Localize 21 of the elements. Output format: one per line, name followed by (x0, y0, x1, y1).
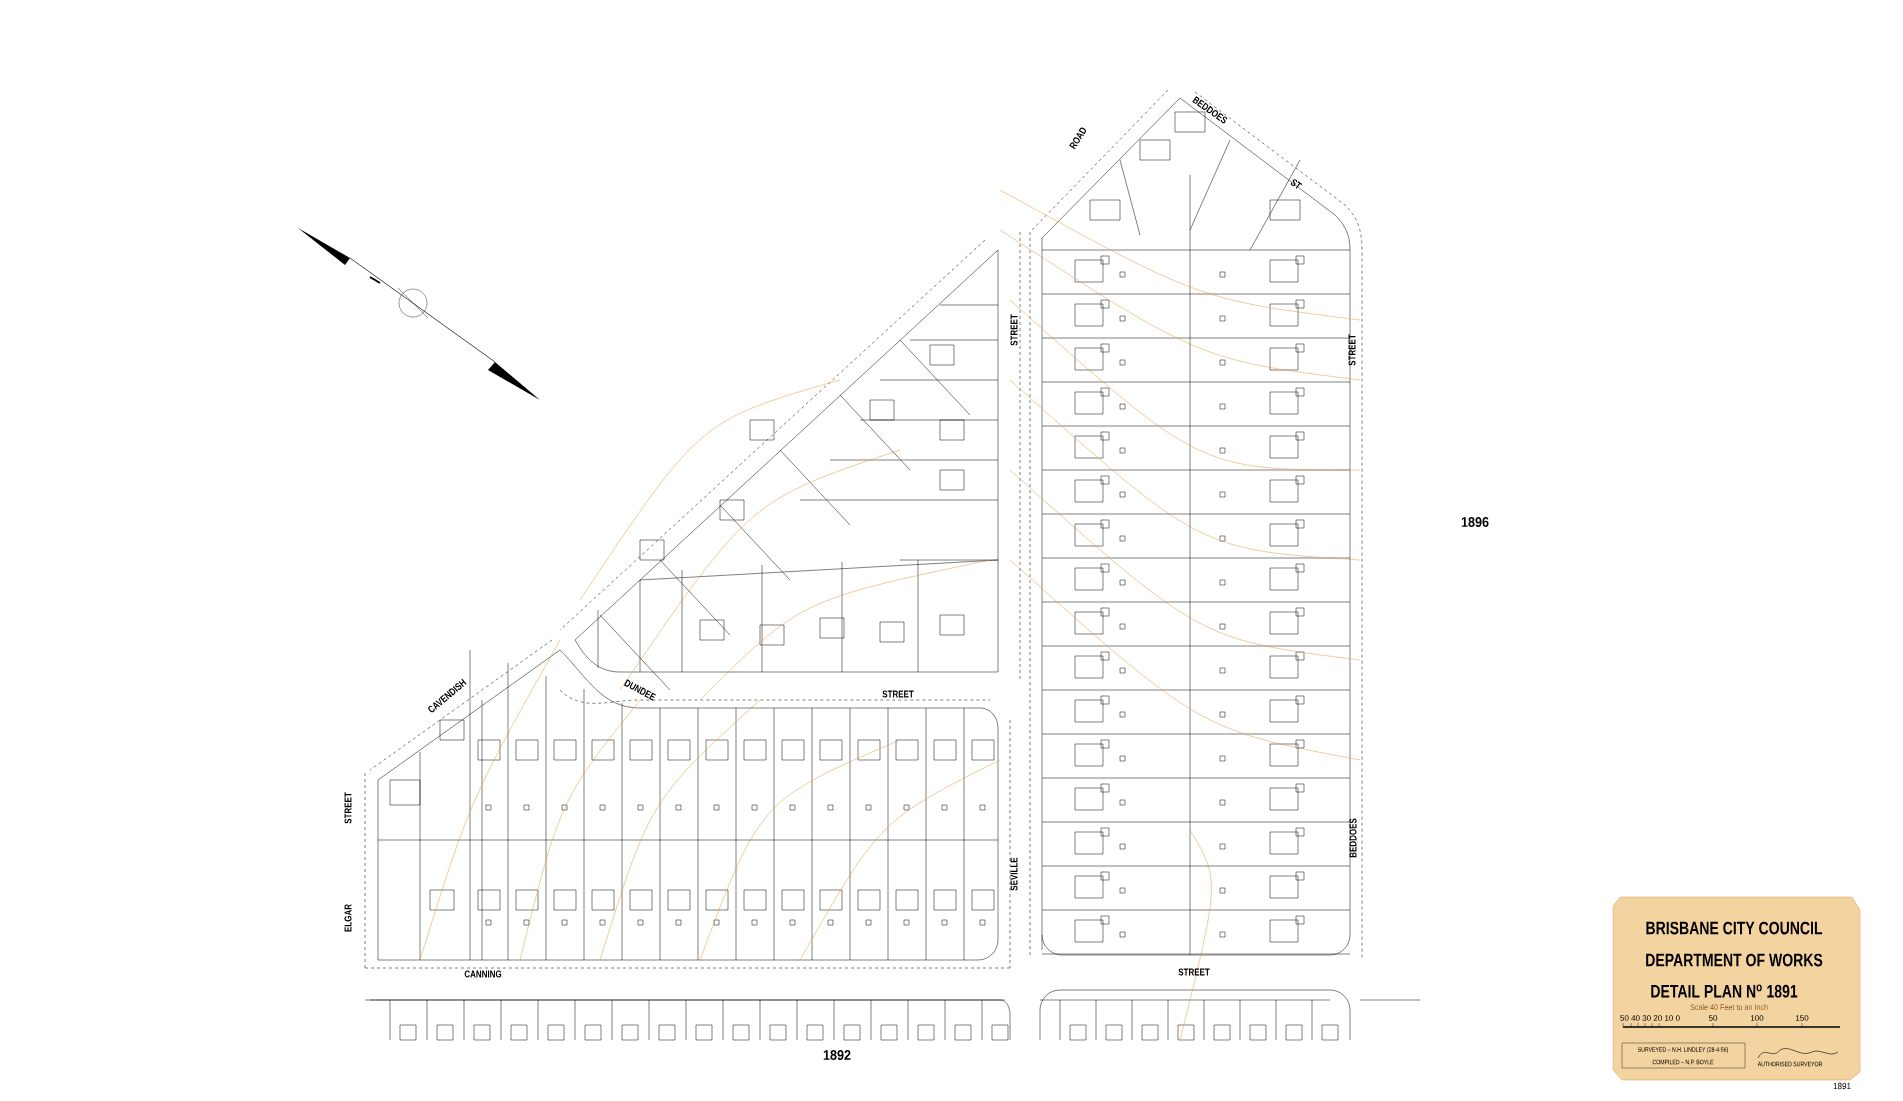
scale-number: 150 (1795, 1015, 1809, 1021)
title-text: DETAIL PLAN N$^{o}$ 1891 (1651, 984, 1798, 998)
street-name: STREET (882, 690, 914, 698)
street-name: CANNING (464, 970, 502, 978)
street-name: STREET (1010, 314, 1018, 346)
sheet-number: 1892 (823, 1050, 851, 1060)
street-name: ELGAR (344, 904, 352, 932)
street-name: ST (1290, 179, 1303, 189)
street-name: BEDDOES (1349, 818, 1357, 858)
scale-text: Scale 40 Feet to an Inch (1690, 1004, 1768, 1010)
street-name: STREET (1178, 968, 1210, 976)
sheet-number: 1891 (1833, 1082, 1851, 1090)
sheet-number: 1896 (1461, 517, 1489, 527)
street-name: SEVILLE (1010, 857, 1018, 891)
title-text: DEPARTMENT OF WORKS (1646, 953, 1823, 967)
scale-number: 50 (1708, 1015, 1718, 1021)
scale-number: 50 40 30 20 10 0 (1620, 1015, 1680, 1021)
scale-number: 100 (1750, 1015, 1764, 1021)
street-name: STREET (1348, 334, 1356, 366)
street-name: STREET (344, 792, 352, 824)
title-text: BRISBANE CITY COUNCIL (1646, 921, 1823, 935)
